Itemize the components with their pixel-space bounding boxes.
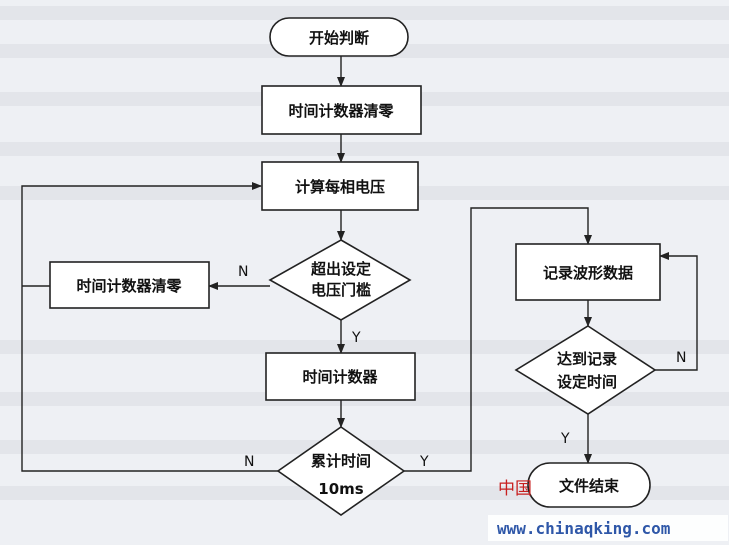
record-waveform-node: 记录波形数据: [515, 243, 661, 301]
accumulate-decision: 累计时间 10ms: [276, 426, 406, 516]
watermark-url: www.chinaqking.com: [497, 519, 671, 538]
reset-timer-node-2: 时间计数器清零: [49, 261, 210, 309]
threshold-decision: 超出设定 电压门槛: [268, 239, 412, 321]
threshold-yes-label: Y: [351, 330, 361, 346]
watermark-site-name: 中国: [498, 479, 532, 499]
record-waveform-node-label: 记录波形数据: [543, 264, 633, 282]
timer-counter-node: 时间计数器: [265, 352, 416, 401]
threshold-no-label: N: [238, 264, 248, 280]
background-text-line: [0, 6, 729, 20]
start-node-label: 开始判断: [309, 29, 369, 47]
end-node-label: 文件结束: [559, 477, 620, 495]
threshold-decision-line1: 超出设定: [310, 260, 371, 278]
reach-time-decision: 达到记录 设定时间: [514, 325, 657, 415]
reach-no-label: N: [676, 350, 686, 366]
accumulate-no-label: N: [244, 454, 254, 470]
reset-timer-node-2-label: 时间计数器清零: [76, 277, 182, 295]
edge-accum-no: [21, 286, 278, 472]
reach-time-decision-line1: 达到记录: [557, 350, 617, 368]
end-node: 文件结束: [527, 462, 651, 508]
reach-time-decision-line2: 设定时间: [557, 373, 617, 391]
calc-voltage-node: 计算每相电压: [261, 161, 419, 211]
accumulate-decision-line1: 累计时间: [311, 452, 371, 470]
reset-timer-node: 时间计数器清零: [261, 85, 422, 135]
threshold-decision-line2: 电压门槛: [311, 281, 371, 299]
start-node: 开始判断: [269, 17, 409, 57]
background-text-line: [0, 142, 729, 156]
timer-counter-node-label: 时间计数器: [302, 368, 378, 386]
accumulate-decision-line2: 10ms: [318, 480, 364, 498]
reset-timer-node-label: 时间计数器清零: [288, 102, 394, 120]
reach-yes-label: Y: [560, 431, 570, 447]
watermark-bar: [488, 515, 728, 541]
edges: [21, 56, 698, 472]
edge-reach-no: [655, 252, 698, 371]
accumulate-yes-label: Y: [419, 454, 429, 470]
edge-reset2-to-calc: [21, 182, 262, 286]
edge-accum-yes: [404, 207, 592, 472]
calc-voltage-node-label: 计算每相电压: [295, 178, 385, 196]
